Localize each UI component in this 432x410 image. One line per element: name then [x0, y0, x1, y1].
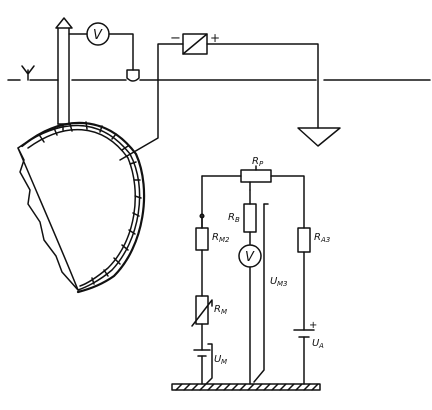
svg-text:P: P	[259, 160, 264, 168]
svg-text:R: R	[228, 212, 235, 223]
potentiometer-rp: R P	[240, 156, 272, 183]
grass-symbol	[21, 65, 35, 81]
wire-top-bus	[201, 175, 305, 229]
svg-text:U: U	[270, 276, 278, 287]
svg-text:M: M	[221, 308, 227, 316]
rectifier: − +	[170, 31, 220, 55]
svg-text:M: M	[221, 358, 227, 366]
resistor-ra3: R A3	[297, 227, 330, 253]
svg-text:R: R	[314, 232, 321, 243]
ground-surface	[7, 65, 431, 81]
svg-text:+: +	[309, 320, 317, 331]
svg-text:M3: M3	[277, 280, 288, 288]
svg-text:−: −	[170, 31, 181, 46]
svg-text:R: R	[214, 304, 221, 315]
resistor-rm2: R M2	[195, 227, 230, 251]
svg-text:M2: M2	[219, 236, 230, 244]
svg-text:+: +	[210, 31, 220, 45]
svg-text:R: R	[252, 156, 259, 167]
voltmeter-top: V	[86, 22, 110, 46]
ground-anode-symbol	[297, 127, 341, 147]
earth-bar	[171, 383, 321, 391]
voltmeter-mid: V	[238, 244, 262, 268]
resistor-rb: R B	[228, 203, 257, 233]
svg-text:V: V	[245, 250, 255, 265]
svg-text:A3: A3	[320, 236, 330, 244]
svg-text:A: A	[318, 342, 324, 350]
resistor-rm: R M	[191, 295, 227, 327]
reference-electrode	[126, 69, 140, 82]
battery-ua: + U A	[293, 320, 324, 350]
svg-text:U: U	[312, 338, 320, 349]
battery-um: U M	[193, 343, 227, 385]
voltage-um3: U M3	[253, 203, 288, 383]
wire-rectifier-minus-to-pipe	[119, 43, 184, 161]
svg-text:U: U	[214, 354, 222, 365]
probe-electrode	[55, 17, 73, 125]
wire-rectifier-plus-to-anode	[206, 43, 319, 129]
svg-text:V: V	[93, 28, 103, 43]
svg-text:B: B	[235, 216, 240, 224]
svg-text:R: R	[212, 232, 219, 243]
wire-voltmeter-to-reference	[108, 33, 134, 71]
pipe-section	[17, 121, 146, 294]
